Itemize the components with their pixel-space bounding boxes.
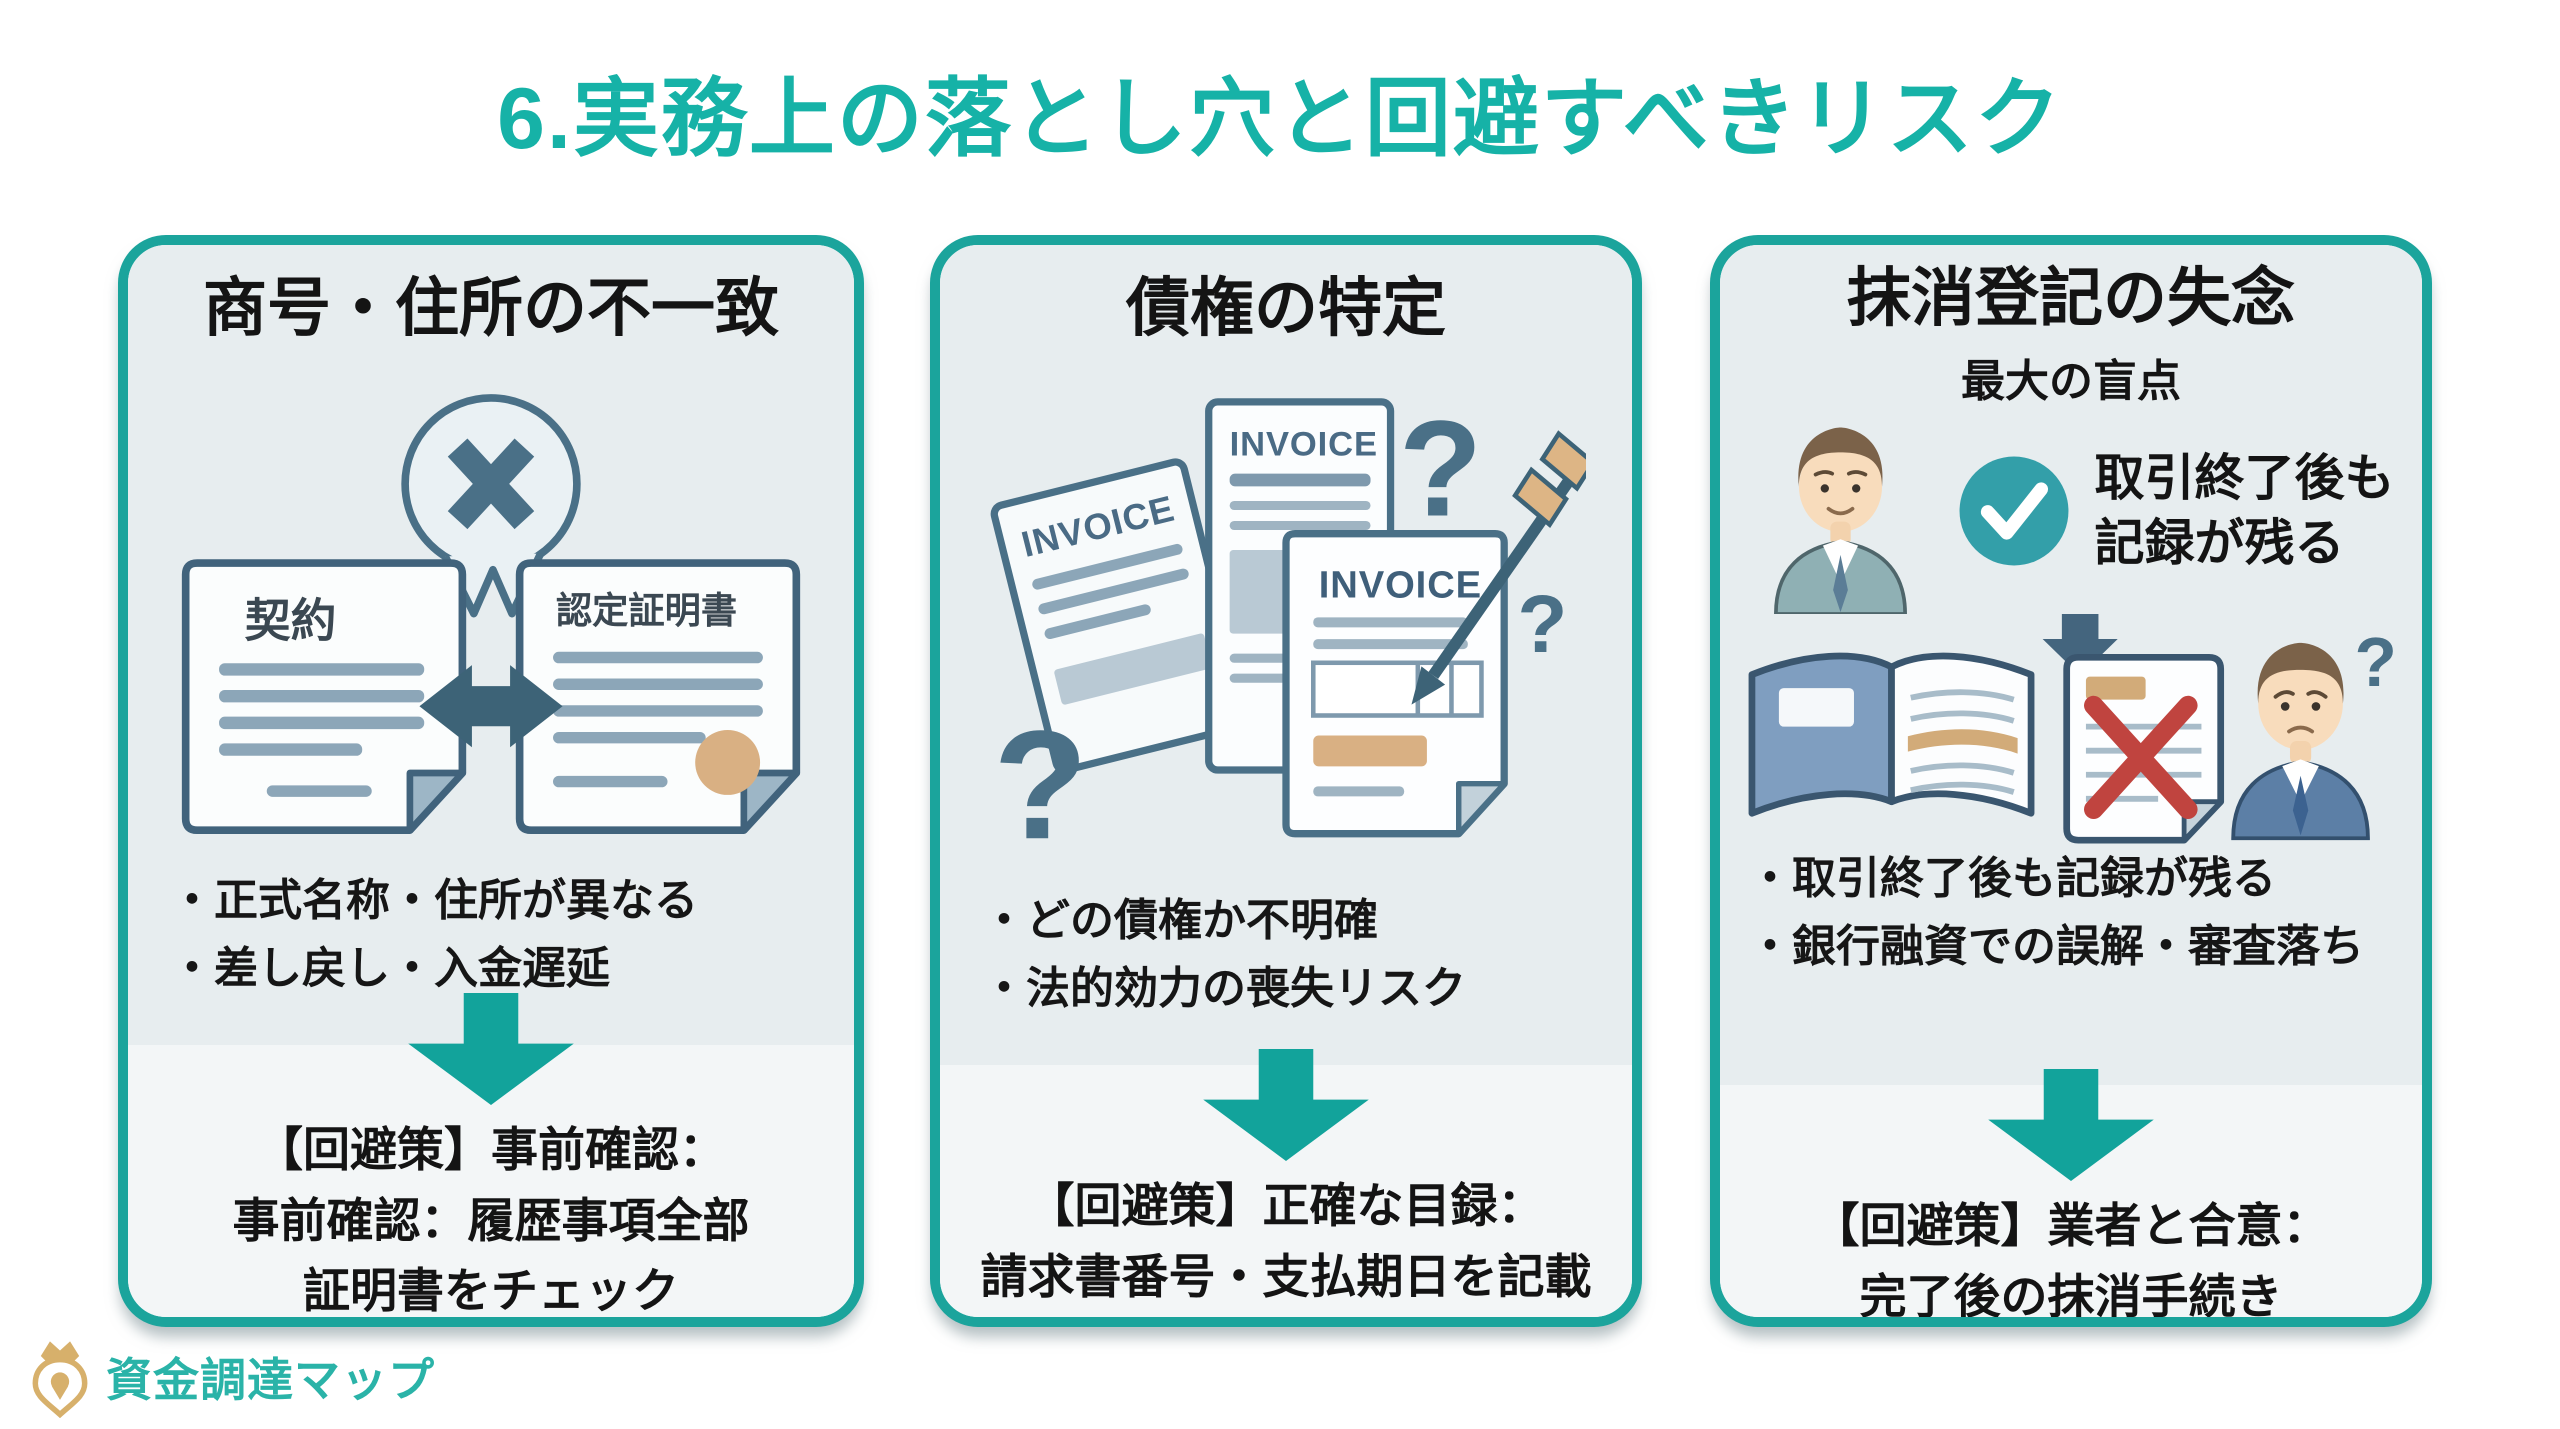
solution-line: 【回避策】正確な目録： [1027, 1179, 1545, 1232]
panel-3-main-area: 抹消登記の失念 最大の盲点 [1720, 245, 2422, 1085]
panel-3-note: 取引終了後も 記録が残る [2095, 446, 2395, 576]
red-x-icon [2083, 695, 2198, 819]
businessman-avatar [1773, 427, 1907, 614]
bullet-item: ・正式名称・住所が異なる [170, 875, 698, 925]
invoice-stack-icon: INVOICE INVOICE [990, 393, 1586, 852]
panel-2-solution-area: 【回避策】正確な目録： 請求書番号・支払期日を記載 [940, 1049, 1632, 1317]
certificate-document-icon: 認定証明書 [515, 558, 801, 834]
solution-line: 【回避策】事前確認： [256, 1123, 726, 1176]
invoice-back-icon: INVOICE [990, 458, 1250, 774]
panel-1-main-area: 商号・住所の不一致 契約 [128, 245, 854, 1045]
panel-2-solution: 【回避策】正確な目録： 請求書番号・支払期日を記載 [973, 1171, 1600, 1312]
question-mark: ? [993, 698, 1087, 852]
panel-trade-name-address-mismatch: 商号・住所の不一致 契約 [118, 235, 864, 1327]
question-mark: ? [1399, 393, 1482, 545]
solution-line: 事前確認：履歴事項全部 [232, 1193, 750, 1247]
panel-2-bullets: ・どの債権か不明確 ・法的効力の喪失リスク [940, 887, 1466, 1023]
panel-1-illustration: 契約 認定証明書 [128, 345, 854, 867]
note-line: 記録が残る [2094, 515, 2345, 572]
panel-1-title: 商号・住所の不一致 [203, 272, 779, 344]
down-arrow-icon [408, 993, 574, 1105]
worried-businessman-avatar [2230, 642, 2370, 840]
bullet-item: ・銀行融資での誤解・審査落ち [1748, 921, 2364, 971]
panel-1-solution-area: 【回避策】事前確認： 事前確認：履歴事項全部 証明書をチェック [128, 993, 854, 1317]
bullet-item: ・どの債権か不明確 [982, 895, 1378, 945]
invoice-front-icon: INVOICE [1282, 530, 1508, 838]
panel-3-solution-area: 【回避策】業者と合意： 完了後の抹消手続き [1720, 1069, 2422, 1323]
compare-arrow-icon [419, 664, 563, 747]
bullet-item: ・差し戻し・入金遅延 [170, 943, 610, 993]
panel-3-subtitle: 最大の盲点 [1961, 356, 2181, 406]
panel-3-title: 抹消登記の失念 [1847, 262, 2295, 334]
panel-2-illustration: INVOICE INVOICE [940, 345, 1632, 887]
down-arrow-icon [1988, 1069, 2154, 1181]
page-title: 6.実務上の落とし穴と回避すべきリスク [497, 71, 2063, 167]
solution-line: 完了後の抹消手続き [1859, 1269, 2283, 1323]
solution-line: 【回避策】業者と合意： [1812, 1199, 2330, 1252]
certificate-doc-label: 認定証明書 [556, 590, 737, 631]
invoice-label: INVOICE [1230, 426, 1378, 464]
rejected-document-icon [2062, 653, 2224, 844]
contract-doc-label: 契約 [245, 595, 337, 646]
invoice-label: INVOICE [1319, 563, 1482, 606]
solution-line: 証明書をチェック [303, 1264, 679, 1317]
document-mismatch-icon: 契約 認定証明書 [181, 393, 801, 834]
question-mark: ? [2354, 623, 2396, 701]
check-circle-icon [1959, 456, 2068, 566]
panel-2-main-area: 債権の特定 INVOICE INVOICE [940, 245, 1632, 1065]
panel-receivable-identification: 債権の特定 INVOICE INVOICE [930, 235, 1642, 1327]
down-arrow-icon [1203, 1049, 1369, 1161]
panel-3-record-row: ? [1748, 613, 2396, 844]
panel-3-bullets: ・取引終了後も記録が残る ・銀行融資での誤解・審査落ち [1720, 845, 2364, 981]
brand-name: 資金調達マップ [106, 1354, 435, 1406]
seal-icon [695, 729, 761, 795]
question-mark: ? [1517, 579, 1567, 670]
panel-3-check-row: 取引終了後も 記録が残る [1720, 409, 2422, 614]
solution-line: 請求書番号・支払期日を記載 [980, 1249, 1592, 1303]
bullet-item: ・法的効力の喪失リスク [982, 963, 1466, 1013]
brand-logo: 資金調達マップ [28, 1336, 435, 1418]
dart-arrow-icon [1411, 430, 1586, 705]
panel-cancellation-registration: 抹消登記の失念 最大の盲点 [1710, 235, 2432, 1327]
small-down-arrow-icon [2042, 613, 2118, 676]
contract-document-icon: 契約 [181, 558, 467, 834]
panel-1-solution: 【回避策】事前確認： 事前確認：履歴事項全部 証明書をチェック [225, 1115, 758, 1317]
panel-2-title: 債権の特定 [1126, 272, 1446, 344]
map-pin-crown-icon [32, 1341, 88, 1418]
bullet-item: ・取引終了後も記録が残る [1748, 853, 2276, 903]
panel-3-solution: 【回避策】業者と合意： 完了後の抹消手続き [1805, 1191, 2338, 1323]
ledger-book-icon [1748, 652, 2034, 817]
panel-1-bullets: ・正式名称・住所が異なる ・差し戻し・入金遅延 [128, 867, 698, 1003]
note-line: 取引終了後も [2094, 450, 2395, 507]
